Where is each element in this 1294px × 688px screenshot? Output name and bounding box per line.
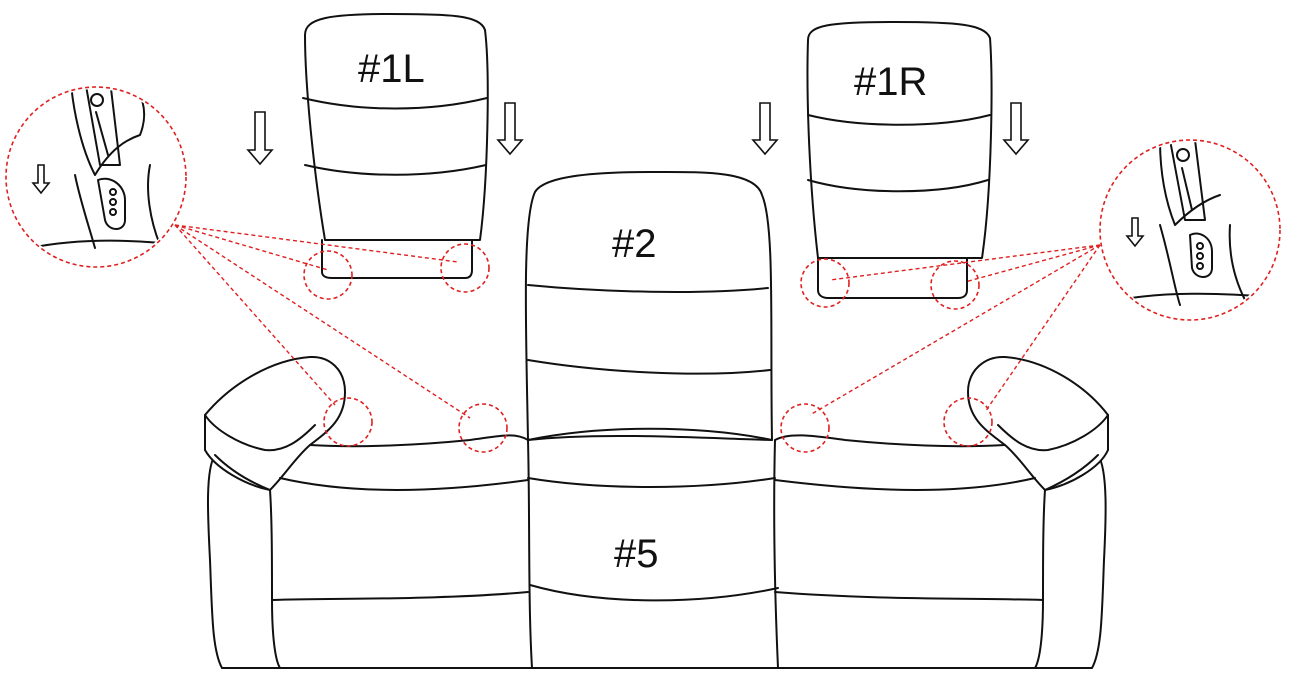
down-arrow-icon	[496, 102, 524, 156]
back-right	[806, 21, 993, 299]
connector-point-circle	[800, 258, 850, 308]
center-back	[524, 170, 773, 441]
connector-point-circle	[780, 403, 830, 453]
label-back-right: #1R	[854, 60, 927, 104]
label-center-back: #2	[612, 222, 657, 266]
label-back-left: #1L	[358, 47, 425, 91]
connector-point-circle	[323, 397, 373, 447]
sofa-base	[204, 355, 1109, 669]
label-base: #5	[614, 532, 659, 576]
connector-point-circle	[458, 403, 508, 453]
callout-lines-left	[174, 224, 471, 419]
magnifier-detail-icon	[1099, 139, 1281, 321]
down-arrow-icon	[246, 111, 274, 166]
connector-point-circle	[943, 397, 993, 447]
connector-point-circle	[930, 260, 980, 310]
back-left	[302, 13, 489, 279]
magnifier-detail-icon	[5, 86, 187, 268]
down-arrow-icon	[1002, 102, 1030, 156]
connector-point-circle	[440, 243, 490, 293]
connector-point-circle	[303, 250, 353, 300]
down-arrow-icon	[751, 102, 779, 156]
right-arm	[967, 355, 1109, 491]
left-arm	[204, 355, 346, 491]
